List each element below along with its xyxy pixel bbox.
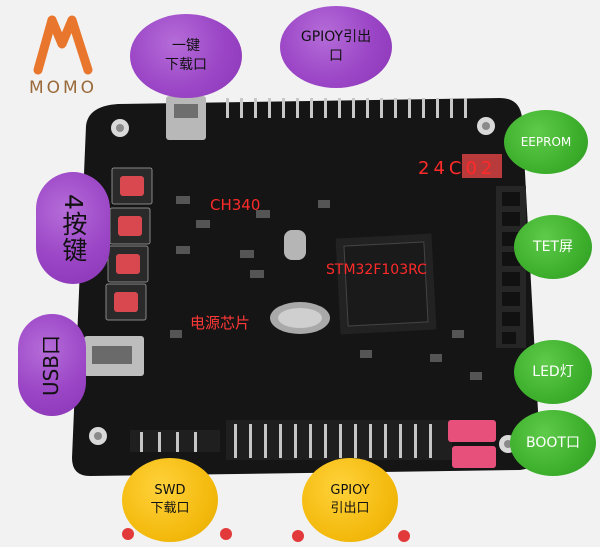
callout-keys: 4按键: [36, 172, 110, 284]
callout-usb-port-text: USB口: [39, 334, 64, 396]
callout-swd-text: SWD 下载口: [150, 483, 190, 516]
boot-jumpers: [448, 420, 496, 468]
logo-panel: MOMO: [0, 0, 126, 118]
callout-led: LED灯: [514, 340, 592, 404]
swd-header: [130, 430, 220, 452]
crystal-small: [284, 230, 306, 260]
callout-tft: TET屏: [514, 215, 592, 279]
label-eeprom-chip: 24C02: [418, 158, 497, 179]
logo-mark: [33, 15, 93, 75]
callout-gpio-top: GPIOY引出 口: [280, 6, 392, 88]
callout-led-text: LED灯: [532, 363, 574, 380]
label-power-chip: 电源芯片: [190, 314, 251, 332]
callout-swd: SWD 下载口: [122, 458, 218, 542]
mcu-chip: [335, 233, 437, 335]
smd-components: [170, 196, 482, 380]
logo-brand: MOMO: [28, 78, 98, 98]
pcb-board: [72, 98, 541, 476]
top-pin-header: [226, 98, 467, 118]
callout-gpio-top-text: GPIOY引出 口: [300, 29, 372, 64]
callout-usb-port: USB口: [18, 314, 86, 416]
callout-gpio-bottom-text: GPIOY 引出口: [330, 483, 370, 516]
callout-boot: BOOT口: [510, 410, 596, 476]
label-usb-serial-chip: CH340: [210, 196, 261, 214]
callout-boot-text: BOOT口: [526, 434, 580, 451]
callout-keys-text: 4按键: [58, 193, 88, 263]
callout-eeprom: EEPROM: [504, 110, 588, 174]
eeprom-header: [462, 154, 502, 178]
callout-tft-text: TET屏: [533, 238, 573, 255]
label-mcu: STM32F103RC: [326, 262, 427, 278]
callout-gpio-bottom: GPIOY 引出口: [302, 458, 398, 542]
callout-one-key-download-text: 一键 下载口: [165, 38, 207, 73]
callout-one-key-download: 一键 下载口: [130, 14, 242, 98]
bottom-pin-header: [226, 420, 452, 460]
callout-eeprom-text: EEPROM: [520, 134, 572, 149]
push-buttons: [105, 167, 153, 321]
mounting-holes: [89, 117, 517, 453]
corner-stickers: [122, 528, 410, 542]
